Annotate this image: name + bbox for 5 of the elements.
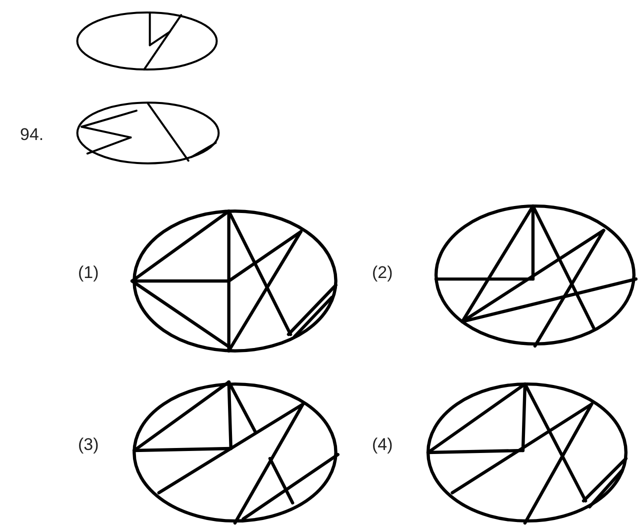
figure-number: (3) [78,434,99,456]
figure-number: (2) [372,262,393,284]
figure-number: (1) [78,262,99,284]
figure-number: (4) [372,434,393,456]
figure-number: 94. [20,124,44,146]
